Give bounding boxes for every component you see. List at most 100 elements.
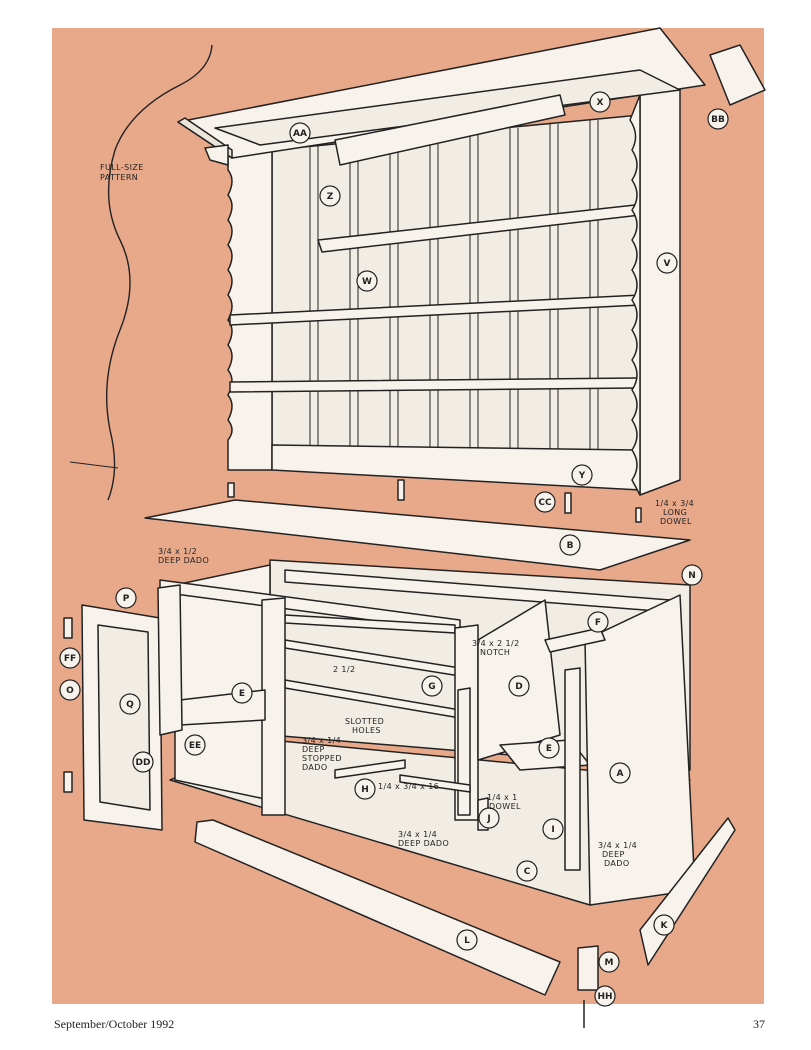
slide-h <box>334 759 406 779</box>
crown-inner <box>214 69 681 146</box>
callout-m: M <box>598 951 620 973</box>
callout-label-v: V <box>664 259 671 269</box>
callout-label-d: D <box>515 682 522 692</box>
notch-label-1: 3/4 x 2 1/2 <box>472 639 520 648</box>
issue-date: September/October 1992 <box>54 1017 175 1031</box>
callout-label-m: M <box>605 958 614 968</box>
callout-i: I <box>542 818 564 840</box>
deep-dado-bottom-label-2: DEEP DADO <box>398 839 449 848</box>
dowel-1 <box>227 482 235 498</box>
dowel-right <box>635 507 642 523</box>
callout-z: Z <box>319 185 341 207</box>
callout-aa: AA <box>289 122 311 144</box>
back-board-lines <box>309 120 599 464</box>
callout-label-e: E <box>239 689 245 699</box>
callout-ff: FF <box>59 647 81 669</box>
callout-label-a: A <box>617 769 624 779</box>
hutch-right-scallop <box>629 94 641 496</box>
callout-label-q: Q <box>126 700 134 710</box>
callout-c: C <box>516 860 538 882</box>
callout-label-k: K <box>661 921 669 931</box>
callout-w: W <box>356 270 378 292</box>
small-bracket-left <box>204 144 229 166</box>
callout-d: D <box>508 675 530 697</box>
hutch-right-side-v <box>639 79 681 496</box>
dowel-cc <box>564 492 572 514</box>
callout-label-hh: HH <box>597 992 612 1002</box>
full-size-pattern-label-2: PATTERN <box>100 173 138 182</box>
valance-board <box>334 94 566 166</box>
callout-label-dd: DD <box>136 758 151 768</box>
dowel-1-label-2: DOWEL <box>489 802 521 811</box>
foot-m <box>577 945 599 991</box>
callout-k: K <box>653 914 675 936</box>
callout-l: L <box>456 929 478 951</box>
callout-label-z: Z <box>327 192 334 202</box>
door-stile-p <box>157 584 183 736</box>
cabinet-top-board-b <box>144 499 691 571</box>
callout-label-e2: E <box>546 744 552 754</box>
callout-dd: DD <box>132 751 154 773</box>
callout-p: P <box>115 587 137 609</box>
moulding-piece-bb <box>709 44 766 106</box>
stopped-dado-label-3: STOPPED <box>302 754 342 763</box>
callout-label-c: C <box>524 867 531 877</box>
stopped-dado-label-2: DEEP <box>302 745 325 754</box>
callout-label-w: W <box>362 277 372 287</box>
part-i <box>564 667 581 871</box>
callout-cc: CC <box>534 491 556 513</box>
callout-hh: HH <box>594 985 616 1007</box>
callout-n: N <box>681 564 703 586</box>
callout-j: J <box>478 807 500 829</box>
deep-dado-right-label-3: DADO <box>604 859 630 868</box>
full-size-pattern-label-1: FULL-SIZE <box>100 163 144 172</box>
stopped-dado-label-1: 3/4 x 1/4 <box>302 736 341 745</box>
deep-dado-right-label-1: 3/4 x 1/4 <box>598 841 637 850</box>
page-number: 37 <box>753 1017 765 1031</box>
callout-label-l: L <box>464 936 470 946</box>
callout-b: B <box>559 534 581 556</box>
hutch-back-panel <box>271 114 641 466</box>
callout-label-b: B <box>567 541 574 551</box>
callout-label-p: P <box>123 594 130 604</box>
callout-v: V <box>656 252 678 274</box>
stopped-dado-label-4: DADO <box>302 763 328 772</box>
callout-h: H <box>354 778 376 800</box>
callout-q: Q <box>119 693 141 715</box>
full-size-pattern-curve <box>105 44 213 501</box>
callout-e: E <box>231 682 253 704</box>
callout-y: Y <box>571 464 593 486</box>
slotted-holes-label-1: SLOTTED <box>345 717 384 726</box>
hinge-bottom <box>63 771 73 793</box>
deep-dado-top-label-2: DEEP DADO <box>158 556 209 565</box>
callout-label-g: G <box>428 682 435 692</box>
strip-g <box>457 687 471 816</box>
hinge-top <box>63 617 73 639</box>
callout-label-h: H <box>361 785 369 795</box>
callout-label-ff: FF <box>64 654 76 664</box>
notch-label-2: NOTCH <box>480 648 510 657</box>
callout-label-j: J <box>486 814 490 824</box>
callout-x: X <box>589 91 611 113</box>
dowel-1-label-1: 1/4 x 1 <box>487 793 518 802</box>
h-dimension-label: 1/4 x 3/4 x 16 <box>378 782 439 791</box>
dowel-long-label-1: 1/4 x 3/4 <box>655 499 694 508</box>
callout-a: A <box>609 762 631 784</box>
callout-label-aa: AA <box>293 129 307 139</box>
deep-dado-right-label-2: DEEP <box>602 850 625 859</box>
callout-label-n: N <box>688 571 696 581</box>
callout-o: O <box>59 679 81 701</box>
pattern-dim-line <box>69 461 119 469</box>
slide-h2 <box>399 774 471 793</box>
callout-f: F <box>587 611 609 633</box>
callout-e2: E <box>538 737 560 759</box>
callout-ee: EE <box>184 734 206 756</box>
callout-label-f: F <box>595 618 601 628</box>
cleat-f <box>544 627 606 653</box>
stile-left <box>261 597 286 816</box>
callout-bb: BB <box>707 108 729 130</box>
dowel-2 <box>397 479 405 501</box>
two-half-label: 2 1/2 <box>333 665 356 674</box>
callout-label-ee: EE <box>189 741 201 751</box>
